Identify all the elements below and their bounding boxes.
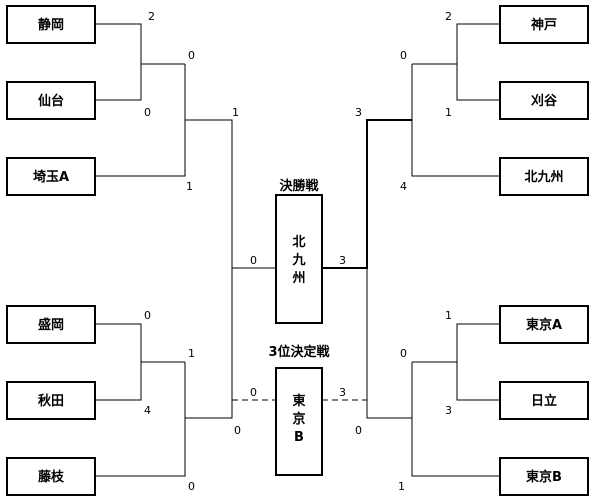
line-sendai [95,64,142,101]
score-left-bottom-winner: 0 [234,424,241,437]
team-label-hitachi: 日立 [531,393,557,409]
team-label-tokyo-a: 東京A [526,317,562,333]
line-shizuoka [95,23,185,65]
line-tokyo-a [412,323,500,363]
team-label-kobe: 神戸 [531,17,557,33]
score-left-bottom-pair: 1 [188,347,195,360]
score-left-top-pair: 0 [188,49,195,62]
line-left-bottom-to-final [185,268,233,419]
team-label-fujieda: 藤枝 [38,469,65,485]
team-label-kitakyushu: 北九州 [524,170,563,185]
team-box-kobe: 神戸 [499,5,589,44]
line-saitama [95,120,186,177]
team-box-morioka: 盛岡 [6,305,96,344]
score-right-bottom-winner: 0 [355,424,362,437]
line-hitachi [456,362,500,401]
score-right-bottom-pair: 0 [400,347,407,360]
team-label-akita: 秋田 [38,393,64,409]
score-akita: 4 [144,404,151,417]
score-third-right: 3 [339,386,346,399]
final-winner-char-1: 北 [292,235,305,250]
line-fujieda [95,418,186,477]
score-kitakyushu: 4 [400,180,407,193]
score-shizuoka: 2 [148,10,155,23]
team-label-morioka: 盛岡 [38,317,64,333]
team-box-hitachi: 日立 [499,381,589,420]
final-winner-char-3: 州 [291,271,305,286]
line-right-bottom-to-final [366,268,412,419]
score-saitama-a: 1 [186,180,193,193]
score-kariya: 1 [445,106,452,119]
score-sendai: 0 [144,106,151,119]
final-winner-box: 北 九 州 [275,194,323,324]
third-place-char-1: 東 [292,393,305,409]
team-label-kariya: 刈谷 [531,93,558,109]
third-place-char-3: B [294,430,304,445]
score-final-right: 3 [339,254,346,267]
score-kobe: 2 [445,10,452,23]
team-label-sendai: 仙台 [38,93,64,109]
score-tokyo-a: 1 [445,309,452,322]
team-box-sendai: 仙台 [6,81,96,120]
final-title: 決勝戦 [279,178,319,194]
team-box-tokyo-a: 東京A [499,305,589,344]
team-box-akita: 秋田 [6,381,96,420]
score-right-top-pair: 0 [400,49,407,62]
score-left-top-winner: 1 [232,106,239,119]
line-tokyo-b [411,418,500,477]
score-fujieda: 0 [188,480,195,493]
line-kobe [412,23,500,65]
score-final-left: 0 [250,254,257,267]
line-akita [95,362,142,401]
line-kariya [456,64,500,101]
score-right-top-winner: 3 [355,106,362,119]
team-box-shizuoka: 静岡 [6,5,96,44]
score-hitachi: 3 [445,404,452,417]
team-label-tokyo-b: 東京B [526,469,562,485]
third-place-char-2: 京 [292,411,305,427]
team-box-saitama-a: 埼玉A [6,157,96,196]
team-box-kitakyushu: 北九州 [499,157,589,196]
line-morioka [95,323,185,363]
score-tokyo-b: 1 [398,480,405,493]
score-third-left: 0 [250,386,257,399]
team-box-tokyo-b: 東京B [499,457,589,496]
line-right-top-to-final [322,119,412,269]
line-left-top-to-final [185,119,276,269]
line-kitakyushu [411,120,500,177]
team-box-fujieda: 藤枝 [6,457,96,496]
team-box-kariya: 刈谷 [499,81,589,120]
score-morioka: 0 [144,309,151,322]
third-place-winner-box: 東 京 B [275,367,323,476]
team-label-saitama-a: 埼玉A [33,169,69,185]
third-place-title: 3位決定戦 [268,344,330,360]
team-label-shizuoka: 静岡 [38,17,64,33]
final-winner-char-2: 九 [291,253,305,268]
